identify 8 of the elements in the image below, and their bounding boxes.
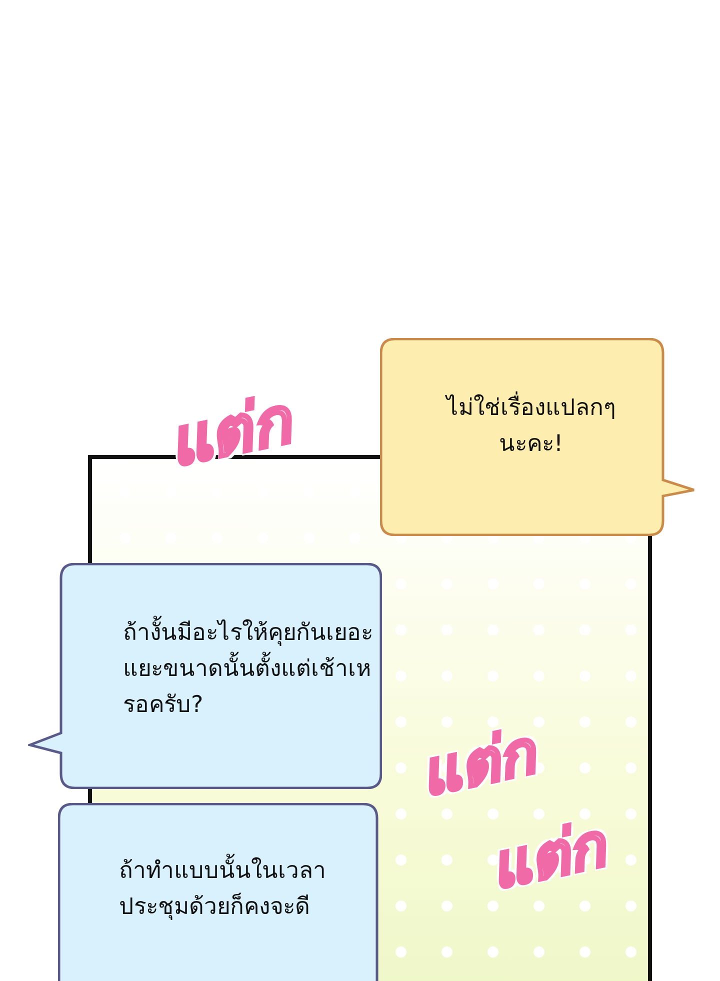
dialogue-text: ไม่ใช่เรื่องแปลกๆ นะคะ! (431, 390, 631, 462)
sound-effect-text: แต่ก (161, 383, 298, 484)
speech-bubble (380, 338, 696, 536)
dialogue-text: ถ้าทำแบบนั้นในเวลาประชุมด้วยก็คงจะดี (119, 853, 334, 925)
sound-effect-text: แต่ก (483, 810, 612, 906)
sound-effect-text: แต่ก (413, 716, 542, 812)
dialogue-text: ถ้างั้นมีอะไรให้คุยกันเยอะแยะขนาดนั้นตั้งแต่เช้าเหรอครับ? (123, 615, 393, 723)
speech-bubble (28, 563, 382, 789)
